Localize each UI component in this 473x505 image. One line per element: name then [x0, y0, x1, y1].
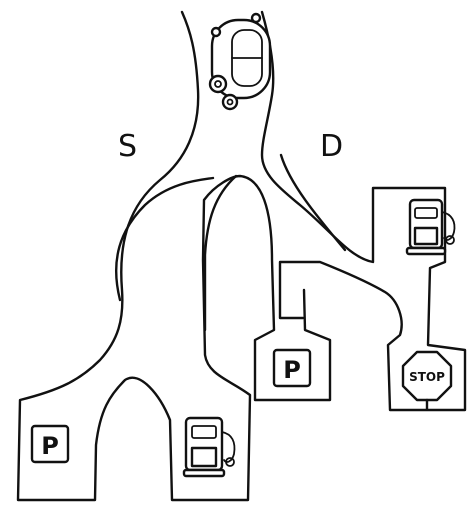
stop-sign: STOP [401, 350, 453, 411]
parking-sign-center: P [272, 348, 312, 388]
fuel-pump-icon [182, 416, 236, 478]
parking-letter-center: P [283, 356, 301, 384]
fuel-pump-bottom [182, 416, 236, 478]
road-inner-right [279, 153, 347, 252]
parking-letter-left: P [41, 432, 59, 460]
parking-sign-icon [30, 424, 70, 464]
road-inner-center [203, 174, 238, 332]
stop-sign-icon [401, 350, 453, 402]
parking-sign-icon [272, 348, 312, 388]
road-right-outline [260, 10, 467, 412]
route-label-right: D [320, 129, 344, 164]
fuel-pump-right [405, 198, 456, 256]
road-inner-left [114, 176, 215, 302]
route-label-left: S [118, 129, 138, 164]
parking-sign-left: P [30, 424, 70, 464]
stop-sign-text: STOP [409, 370, 445, 384]
car-icon [208, 12, 272, 111]
fuel-pump-icon [405, 198, 456, 256]
